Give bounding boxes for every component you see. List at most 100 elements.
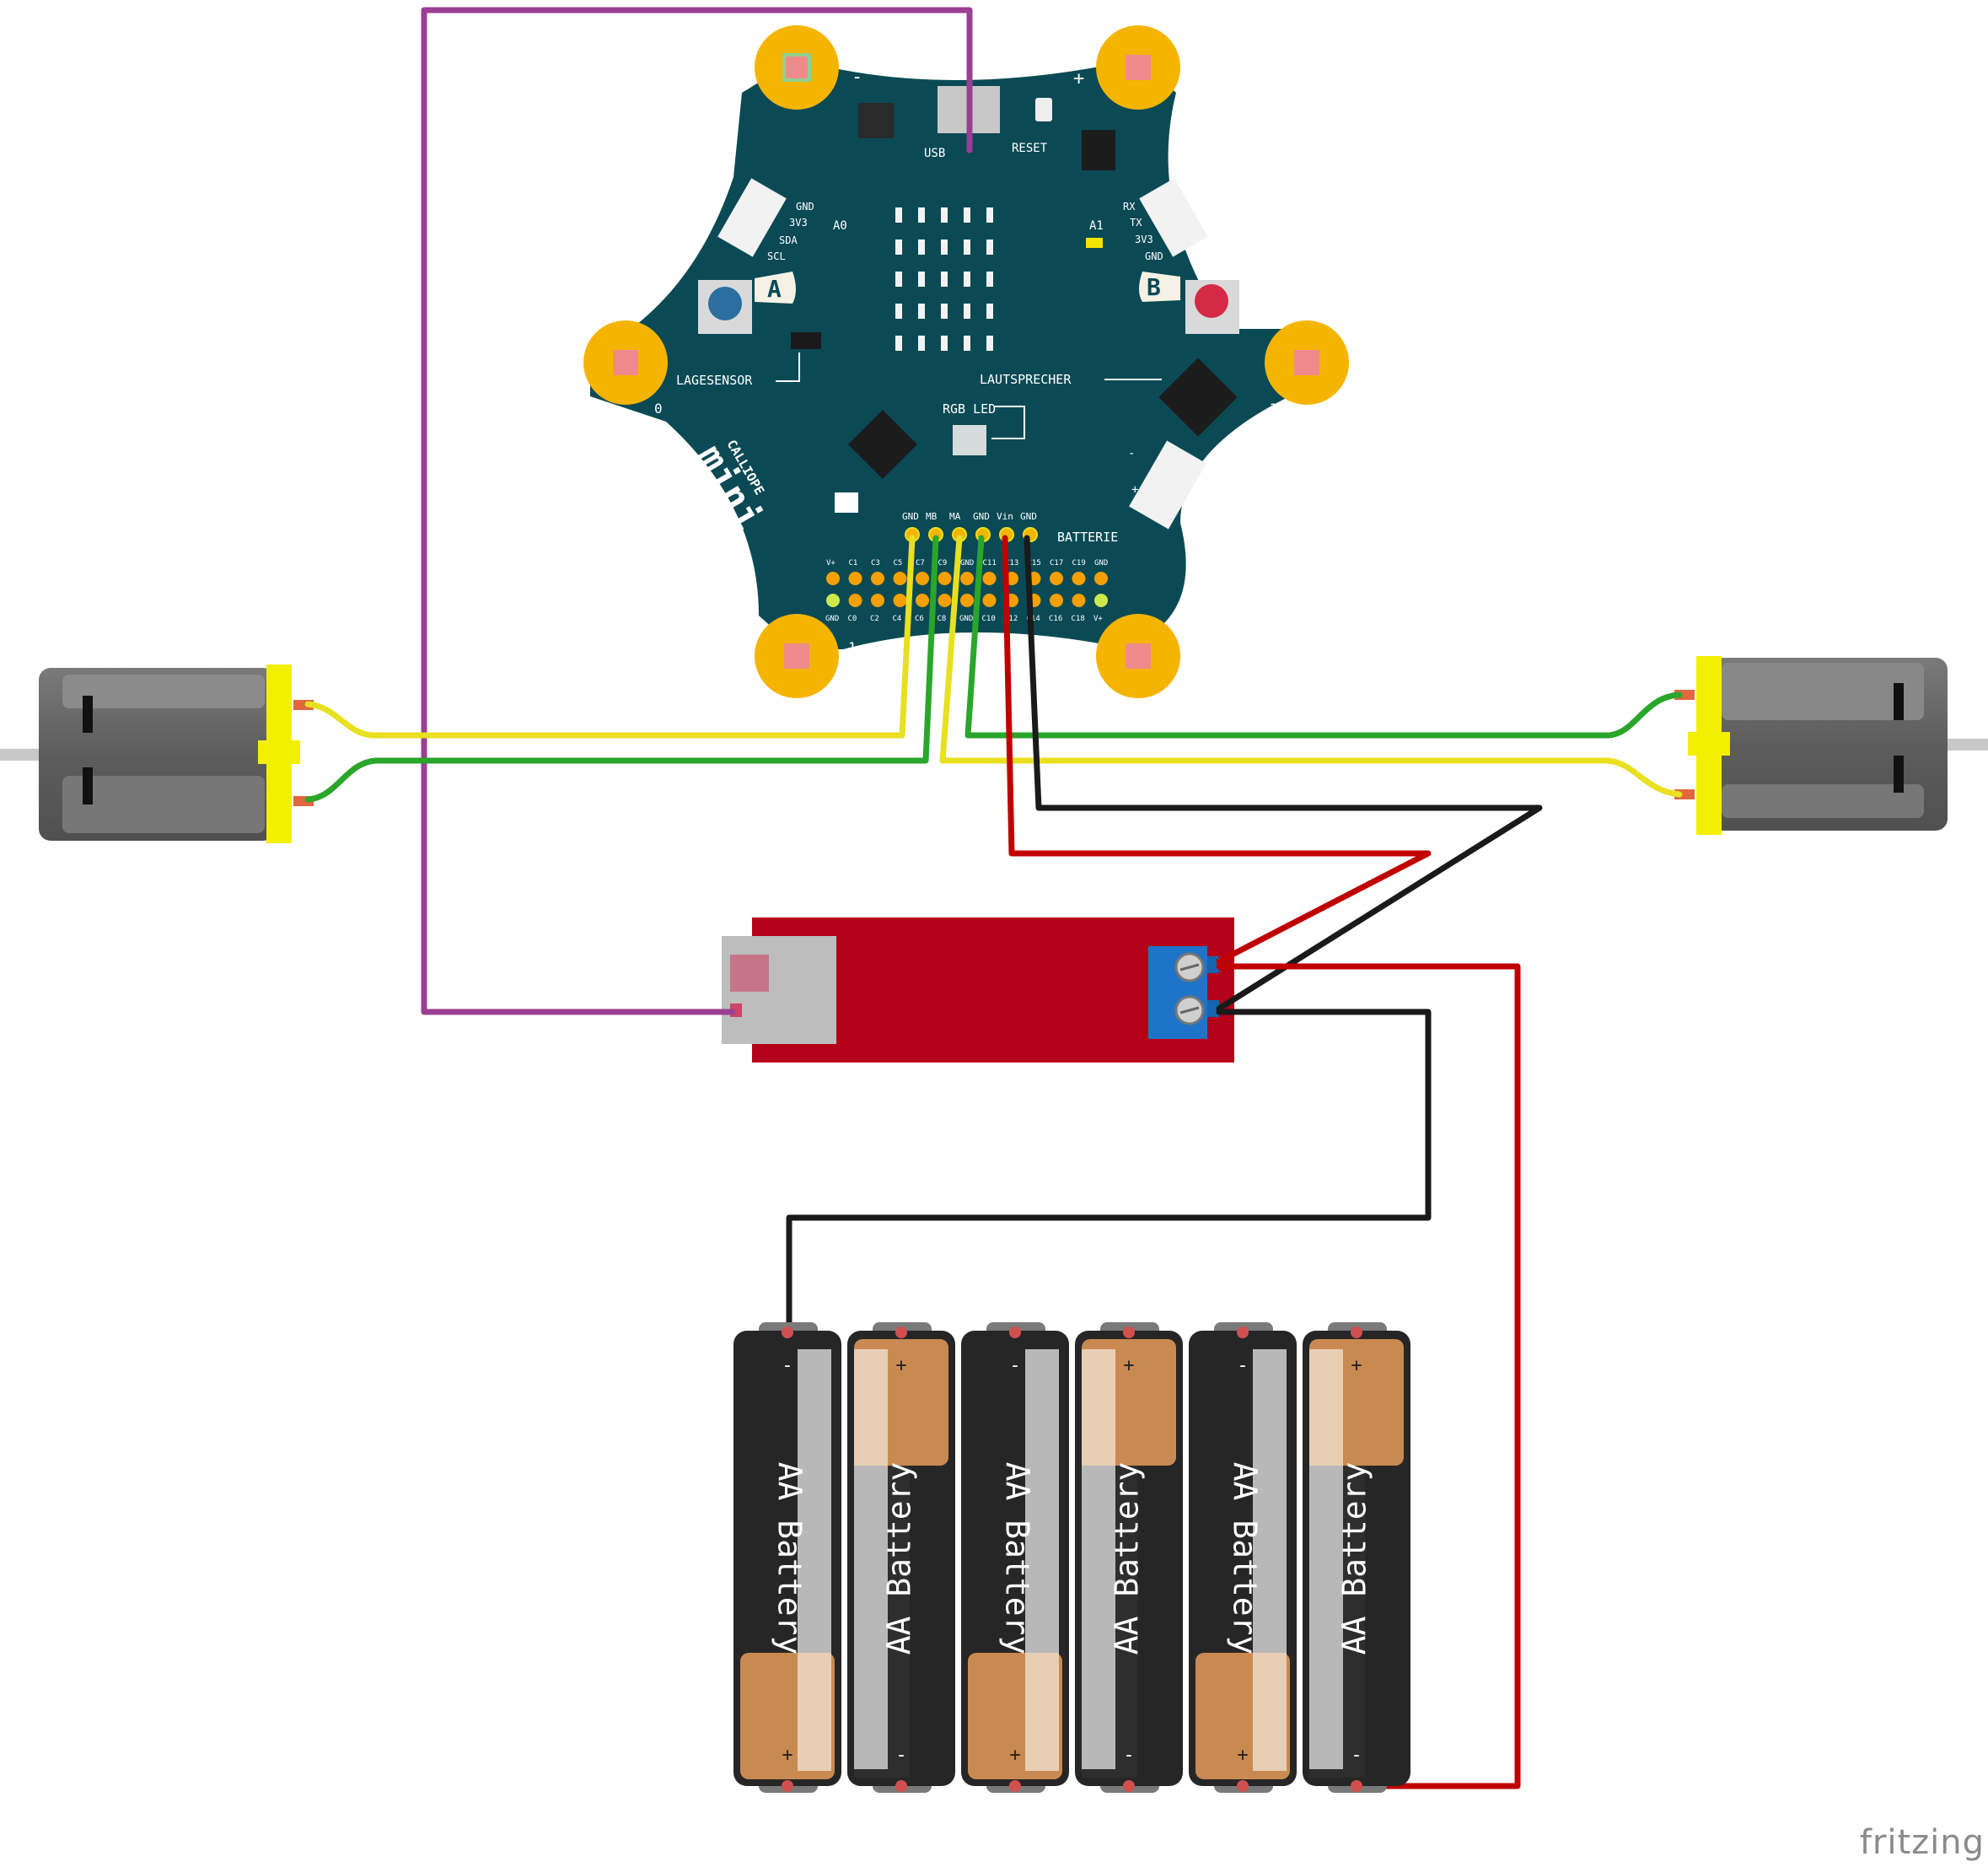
pad-minus[interactable] [755, 25, 839, 110]
header-top-label: C1 [849, 559, 858, 568]
aa-battery[interactable]: AA Battery+- [847, 1322, 955, 1793]
wire-yellow-ma-left [369, 535, 916, 739]
header-pin[interactable] [960, 572, 974, 585]
battery-connector[interactable] [1129, 440, 1206, 530]
battery-label: AA Battery [1336, 1462, 1373, 1655]
speaker-chip [1158, 358, 1238, 437]
wire-black-battery [786, 1009, 1432, 1334]
bat-minus-label: - [1128, 447, 1135, 460]
wire-yellow-ma-right [939, 535, 1610, 764]
grove-right-connector[interactable] [1139, 178, 1208, 257]
battery-label: AA Battery [1109, 1462, 1146, 1655]
pad-plus[interactable] [1096, 25, 1180, 110]
header-bottom-label: C2 [870, 615, 879, 623]
header-pin[interactable] [938, 572, 952, 585]
led-matrix-led [895, 336, 902, 351]
screw-terminal[interactable] [1148, 946, 1219, 1039]
dc-motor-right[interactable] [1674, 656, 1988, 835]
pad-1-label: 1 [848, 639, 857, 655]
aa-battery[interactable]: AA Battery-+ [961, 1322, 1069, 1793]
header-pin[interactable] [1094, 572, 1108, 585]
header-bottom-label: C0 [848, 615, 857, 623]
lagesensor-leader [776, 352, 800, 382]
dc-dc-converter-board[interactable] [722, 917, 1234, 1063]
led-matrix-led [986, 336, 993, 351]
header-top-label: GND [1094, 559, 1108, 568]
chip-top-left [858, 103, 894, 138]
a1-label: A1 [1089, 219, 1104, 233]
header-bottom-label: C10 [982, 615, 996, 623]
pad-minus-label: - [852, 67, 862, 88]
header-pin[interactable] [848, 594, 862, 607]
motor-pin-label: MB [926, 511, 938, 522]
led-matrix-led [918, 239, 925, 255]
header-pin[interactable] [1094, 594, 1108, 607]
header-pin[interactable] [871, 572, 884, 585]
button-a[interactable] [698, 280, 752, 334]
header-pin[interactable] [871, 594, 884, 607]
battery-neg-mark: - [1351, 1745, 1362, 1766]
a1-pad [1086, 238, 1103, 248]
wire-red-vin [1002, 535, 1432, 965]
led-matrix-led [895, 239, 902, 255]
led-matrix-led [964, 304, 970, 319]
aa-battery[interactable]: AA Battery-+ [733, 1322, 841, 1793]
button-b[interactable] [1185, 280, 1239, 334]
right-conn-gnd: GND [1145, 250, 1163, 262]
header-pin[interactable] [1072, 572, 1086, 585]
aa-battery[interactable]: AA Battery+- [1075, 1322, 1183, 1793]
header-pin[interactable] [916, 572, 929, 585]
led-matrix-led [918, 272, 925, 287]
header-pin[interactable] [826, 594, 840, 607]
led-matrix-led [941, 207, 948, 223]
lagesensor-chip [791, 332, 821, 349]
led-matrix-led [895, 207, 902, 223]
pad-3[interactable] [1265, 320, 1349, 405]
rgb-led-label: RGB LED [943, 401, 996, 417]
left-conn-scl: SCL [767, 250, 786, 262]
grove-left-connector[interactable] [717, 178, 787, 257]
header-pin[interactable] [826, 572, 840, 585]
motor-pin-label: Vin [997, 511, 1013, 522]
header-top-label: C19 [1072, 559, 1086, 568]
header-pin[interactable] [982, 572, 997, 585]
header-top-label: C11 [983, 559, 997, 568]
header-pin[interactable] [960, 594, 974, 607]
aa-battery[interactable]: AA Battery+- [1303, 1322, 1410, 1793]
header-pin[interactable] [982, 594, 997, 607]
header-pin[interactable] [938, 594, 952, 607]
header-top-label: C15 [1028, 559, 1041, 568]
white-pad [835, 492, 858, 513]
led-matrix-led [986, 239, 993, 255]
processor-chip [847, 409, 918, 480]
led-matrix-led [986, 207, 993, 223]
header-bottom-label: GND [959, 615, 973, 623]
header-pin[interactable] [1072, 594, 1086, 607]
led-matrix-led [964, 272, 970, 287]
header-top-label: C5 [894, 559, 903, 568]
aa-battery[interactable]: AA Battery-+ [1189, 1322, 1297, 1793]
wires [304, 7, 1683, 1789]
motor-pin-label: MA [949, 511, 961, 522]
reset-button[interactable] [1035, 98, 1052, 121]
usb-label: USB [924, 147, 945, 160]
pad-1[interactable] [755, 614, 839, 698]
led-matrix-led [986, 304, 993, 319]
header-pin[interactable] [893, 572, 907, 585]
header-top-label: C17 [1050, 559, 1063, 568]
battery-neg-mark: - [1237, 1355, 1248, 1376]
header-pin[interactable] [916, 594, 929, 607]
pad-2[interactable] [1096, 614, 1180, 698]
led-matrix-led [964, 336, 970, 351]
header-pin[interactable] [1050, 594, 1063, 607]
header-pin[interactable] [893, 594, 907, 607]
led-matrix-led [918, 336, 925, 351]
rgb-led-leader [991, 406, 1025, 439]
header-pin[interactable] [848, 572, 862, 585]
dc-motor-left[interactable] [0, 664, 314, 843]
right-conn-rx: RX [1123, 201, 1136, 213]
battery-pack: AA Battery-+AA Battery+-AA Battery-+AA B… [733, 1322, 1410, 1793]
pad-0[interactable] [583, 320, 668, 405]
battery-pos-mark: + [1237, 1745, 1248, 1766]
header-pin[interactable] [1050, 572, 1063, 585]
